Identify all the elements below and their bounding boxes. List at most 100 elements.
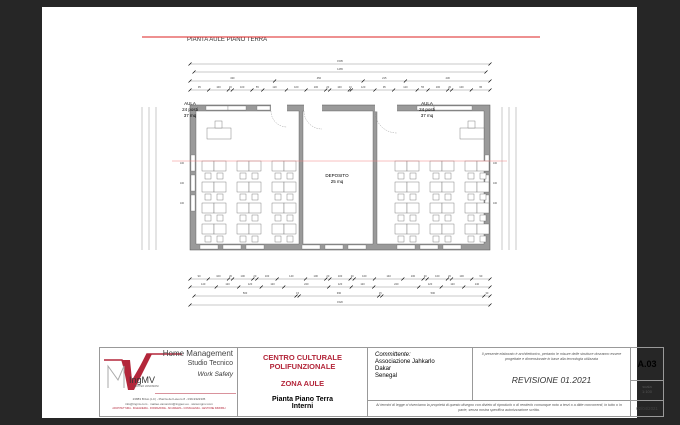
- student-chair: [479, 193, 487, 201]
- student-chair: [204, 172, 212, 180]
- window: [190, 174, 196, 192]
- student-desk: [236, 181, 250, 193]
- student-desk: [429, 223, 443, 235]
- furniture: [201, 120, 490, 243]
- dimension-label: 100: [241, 274, 246, 278]
- student-chair: [444, 235, 452, 243]
- student-chair: [251, 235, 259, 243]
- door-swing: [303, 110, 323, 130]
- dimension-tick: [259, 285, 263, 289]
- dimension-label: 100: [216, 274, 221, 278]
- revision-label: REVISIONE 01.2021: [511, 375, 592, 385]
- window: [222, 244, 242, 250]
- dimension-tick: [417, 285, 421, 289]
- student-desk: [213, 181, 227, 193]
- student-chair: [397, 193, 405, 201]
- student-chair: [479, 172, 487, 180]
- student-chair: [397, 235, 405, 243]
- student-chair: [274, 172, 282, 180]
- door-swing: [374, 110, 398, 134]
- room-name: AULA: [184, 101, 196, 106]
- client-cell: Committente: Associazione Jahkarlo Dakar…: [368, 348, 473, 401]
- door-opening: [271, 104, 287, 112]
- dimension-tick: [372, 277, 377, 281]
- dimension-tick: [372, 285, 376, 289]
- dimension-label: 90: [479, 274, 482, 278]
- student-chair: [239, 193, 247, 201]
- scale-value: 1:100: [641, 389, 652, 394]
- window: [245, 244, 265, 250]
- student-desk: [201, 181, 215, 193]
- student-desk: [283, 160, 297, 172]
- company-services: ARCHITETTURA - INGEGNERIA - FORMAZIONE -…: [112, 407, 226, 410]
- student-desk: [271, 223, 285, 235]
- student-desk: [248, 181, 262, 193]
- dimension-tick: [361, 79, 365, 83]
- teacher-chair: [467, 120, 476, 129]
- student-desk: [201, 202, 215, 214]
- dimension-label: 90: [198, 274, 201, 278]
- structure-note: Il presente elaborato è architettonico, …: [481, 352, 622, 361]
- student-desk: [394, 181, 408, 193]
- dimension-tick: [328, 277, 332, 281]
- dimension-tick: [206, 88, 211, 92]
- dimension-label: 100: [314, 85, 319, 89]
- student-chair: [274, 235, 282, 243]
- drawing-title: PIANTA AULE PIANO TERRA: [187, 37, 268, 43]
- dimension-label: 20: [229, 274, 232, 278]
- scale-cell: scala 1:100: [631, 380, 663, 401]
- client-city: Dakar: [375, 366, 392, 372]
- window-height-label: 100: [180, 202, 185, 205]
- student-chair: [444, 172, 452, 180]
- window: [442, 244, 462, 250]
- scale-label: scala: [642, 384, 652, 389]
- dimension-label: 120: [450, 282, 455, 286]
- door-opening: [304, 104, 322, 112]
- company-line1: Home Management: [162, 349, 233, 358]
- dimension-label: 120: [428, 282, 433, 286]
- student-chair: [204, 193, 212, 201]
- dimension-tick: [488, 88, 492, 92]
- dimension-tick: [352, 277, 356, 281]
- dimension-label: 15: [296, 291, 299, 295]
- dimension-label: 215: [382, 76, 387, 80]
- student-chair: [216, 193, 224, 201]
- dimension-tick: [445, 277, 450, 281]
- window-height-label: 100: [180, 182, 185, 185]
- dimension-tick: [272, 79, 277, 83]
- dimension-label: 20: [229, 85, 232, 89]
- dimension-tick: [373, 88, 377, 92]
- dimension-tick: [188, 277, 192, 281]
- dimension-tick: [469, 88, 474, 92]
- dimension-label: 430: [446, 76, 451, 80]
- student-chair: [239, 214, 247, 222]
- dimension-label: 500: [243, 291, 248, 295]
- project-line1: CENTRO CULTURALE: [262, 353, 343, 362]
- legal-cell: Ai termini di legge ci riserviamo la pro…: [368, 401, 631, 416]
- student-desk: [406, 223, 420, 235]
- student-desk: [394, 223, 408, 235]
- dimension-label: 20: [448, 274, 451, 278]
- sheet-line1: Pianta Piano Terra: [272, 396, 333, 403]
- student-chair: [251, 193, 259, 201]
- dimension-label: 140: [475, 282, 480, 286]
- dimension-tick: [282, 285, 286, 289]
- company-cell: Home Management Studio Tecnico Work Safe…: [100, 348, 238, 416]
- dimension-label: 20: [253, 274, 256, 278]
- window: [256, 105, 271, 111]
- dimension-tick: [349, 285, 353, 289]
- student-desk: [464, 181, 478, 193]
- student-chair: [239, 235, 247, 243]
- client-country: Senegal: [375, 373, 398, 379]
- student-desk: [394, 160, 408, 172]
- room-area: 37 mq: [184, 113, 197, 118]
- dimension-label: 95: [383, 85, 386, 89]
- dimension-tick: [449, 88, 454, 92]
- dimension-tick: [324, 277, 328, 281]
- dimension-label: 140: [289, 274, 294, 278]
- window-height-label: 100: [180, 162, 185, 165]
- dimension-label: 500: [431, 291, 436, 295]
- window: [433, 105, 473, 111]
